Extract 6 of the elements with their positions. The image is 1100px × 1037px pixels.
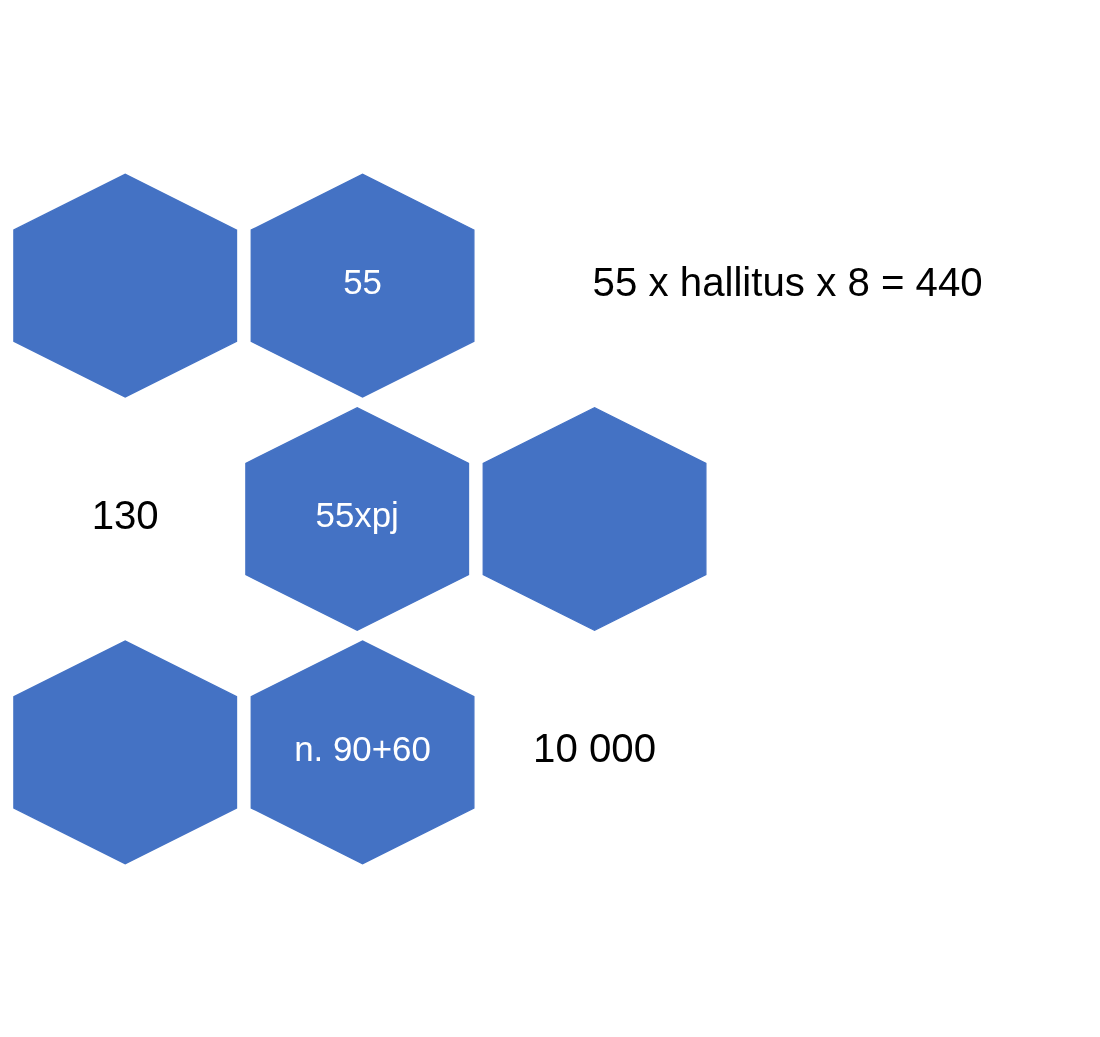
node-label: 10 000	[533, 725, 657, 771]
node-label: 130	[91, 492, 159, 538]
node-hexagon	[13, 173, 238, 398]
node-hexagon	[13, 639, 238, 864]
node-label: 55 x hallitus x 8 = 440	[592, 259, 983, 305]
node-hexagon	[482, 406, 707, 631]
